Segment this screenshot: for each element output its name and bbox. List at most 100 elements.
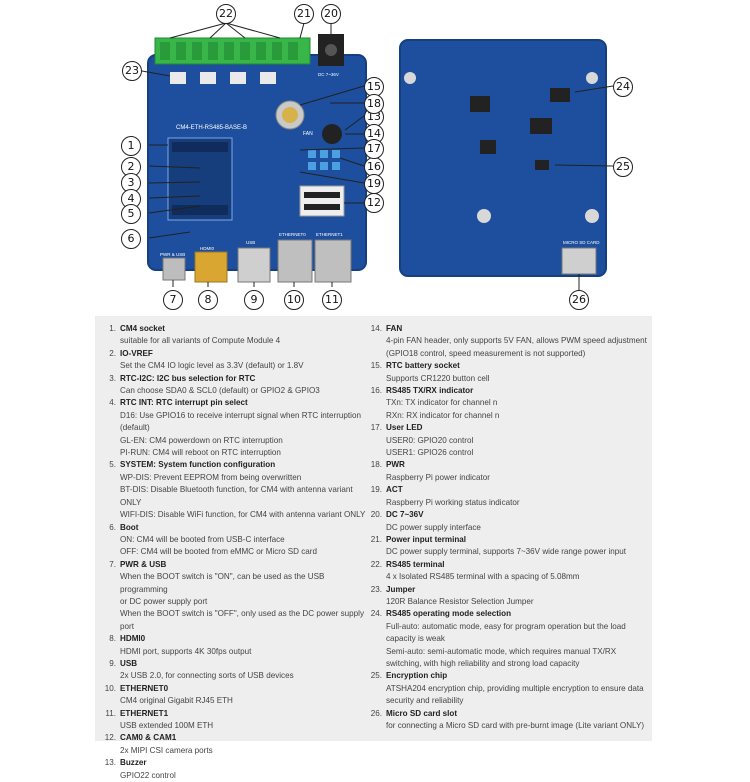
legend-item-description: Raspberry Pi power indicator <box>386 472 490 482</box>
legend-item-number: 17. <box>370 423 382 433</box>
legend-item-description: ATSHA204 encryption chip, providing mult… <box>386 683 644 693</box>
legend-item-description: GPIO22 control <box>120 770 176 780</box>
legend-item-number: 22. <box>370 559 382 569</box>
legend-item-title: User LED <box>386 423 423 433</box>
legend-item-number: 9. <box>109 658 116 668</box>
legend-item-title: RTC-I2C: I2C bus selection for RTC <box>120 373 256 383</box>
legend-item-number: 3. <box>109 373 116 383</box>
legend-item-title: RS485 TX/RX indicator <box>386 386 474 396</box>
callout-25: 25 <box>613 157 633 177</box>
callout-12: 12 <box>364 193 384 213</box>
legend-item-description: HDMI port, supports 4K 30fps output <box>120 646 252 656</box>
callout-20: 20 <box>321 4 341 24</box>
legend-item-number: 19. <box>370 485 382 495</box>
legend-item-description: switching, with high reliability and str… <box>386 658 580 668</box>
legend-item-description: Semi-auto: semi-automatic mode, which re… <box>386 646 617 656</box>
eth0-label: ETHERNET0 <box>279 232 306 237</box>
legend-item-number: 11. <box>105 708 116 718</box>
legend-item-title: FAN <box>386 324 403 333</box>
legend-item-description: DC power supply interface <box>386 522 481 532</box>
legend-item-title: Micro SD card slot <box>386 708 458 718</box>
sd-label: MICRO SD CARD <box>563 240 600 245</box>
callout-18: 18 <box>364 94 384 114</box>
legend-item-number: 5. <box>109 460 116 470</box>
legend-item-description: for connecting a Micro SD card with pre-… <box>386 721 645 730</box>
eth1-label: ETHERNET1 <box>316 232 343 237</box>
callout-10: 10 <box>284 290 304 310</box>
board-top-view: CM4-ETH-RS485-BASE-B FAN PWR & USB HDMI0… <box>147 34 367 283</box>
callout-24: 24 <box>613 77 633 97</box>
legend-item-description: 120R Balance Resistor Selection Jumper <box>386 596 534 606</box>
board-bottom-view: MICRO SD CARD <box>399 39 607 277</box>
legend-item-description: PI-RUN: CM4 will reboot on RTC interrupt… <box>120 448 281 458</box>
legend-item-description: or DC power supply port <box>120 596 208 606</box>
legend-item-description: OFF: CM4 will be booted from eMMC or Mic… <box>120 547 317 557</box>
legend-item-description: Set the CM4 IO logic level as 3.3V (defa… <box>120 361 304 371</box>
legend-item-description: suitable for all variants of Compute Mod… <box>120 336 281 346</box>
legend-item-number: 15. <box>370 361 382 371</box>
legend-item-title: USB <box>120 658 138 668</box>
legend-item-title: Jumper <box>386 584 416 594</box>
legend-item-description: 4-pin FAN header, only supports 5V FAN, … <box>386 336 647 346</box>
legend-item-number: 21. <box>370 534 382 544</box>
usb-label: USB <box>246 240 255 245</box>
legend-item-description: GL-EN: CM4 powerdown on RTC interruption <box>120 435 283 445</box>
legend-item-description: D16: Use GPIO16 to receive interrupt sig… <box>120 410 361 420</box>
legend-item-description: When the BOOT switch is "OFF", only used… <box>120 609 365 631</box>
legend-item-description: BT-DIS: Disable Bluetooth function, for … <box>120 485 353 507</box>
legend-item-title: RTC battery socket <box>386 361 460 371</box>
legend-item-title: ETHERNET0 <box>120 683 169 693</box>
board-figure: CM4-ETH-RS485-BASE-B FAN PWR & USB HDMI0… <box>0 0 750 315</box>
legend-item-description: USB extended 100M ETH <box>120 721 214 730</box>
fan-label: FAN <box>303 131 313 137</box>
pwr-usb-label: PWR & USB <box>160 252 185 257</box>
callout-23: 23 <box>122 61 142 81</box>
callout-22: 22 <box>216 4 236 24</box>
legend-item: 3. RTC-I2C: I2C bus selection for RTC Can … <box>102 373 370 398</box>
legend-item-description: Can choose SDA0 & SCL0 (default) or GPIO… <box>120 386 320 396</box>
legend-item-description: (GPIO18 control, speed measurement is no… <box>386 348 586 358</box>
legend-item-description: WIFI-DIS: Disable WiFi function, for CM4… <box>120 510 366 520</box>
callout-26: 26 <box>569 290 589 310</box>
dc-label: DC 7~36V <box>318 72 339 77</box>
callout-21: 21 <box>294 4 314 24</box>
legend-item-description: DC power supply terminal, supports 7~36V… <box>386 547 627 557</box>
legend-item-title: HDMI0 <box>120 634 146 644</box>
legend-item-description: ON: CM4 will be booted from USB-C interf… <box>120 534 285 544</box>
board-silkscreen: CM4-ETH-RS485-BASE-B <box>176 125 247 131</box>
hdmi0-label: HDMI0 <box>200 246 214 251</box>
legend-item-description: When the BOOT switch is "ON", can be use… <box>120 572 325 594</box>
legend-item-description: CM4 original Gigabit RJ45 ETH <box>120 696 233 706</box>
legend-item-number: 13. <box>104 758 116 768</box>
legend-item-description: RXn: RX indicator for channel n <box>386 410 500 420</box>
legend-item-number: 6. <box>109 522 116 532</box>
legend-item-number: 16. <box>370 386 382 396</box>
legend-item-number: 25. <box>370 671 382 681</box>
callout-8: 8 <box>198 290 218 310</box>
legend-item-title: RS485 terminal <box>386 559 445 569</box>
callout-17: 17 <box>364 139 384 159</box>
leader-lines <box>141 22 614 290</box>
callout-7: 7 <box>163 290 183 310</box>
legend-item-title: ACT <box>386 485 403 495</box>
callout-9: 9 <box>244 290 264 310</box>
legend-item-title: Encryption chip <box>386 671 448 681</box>
legend-item-number: 2. <box>109 348 116 358</box>
